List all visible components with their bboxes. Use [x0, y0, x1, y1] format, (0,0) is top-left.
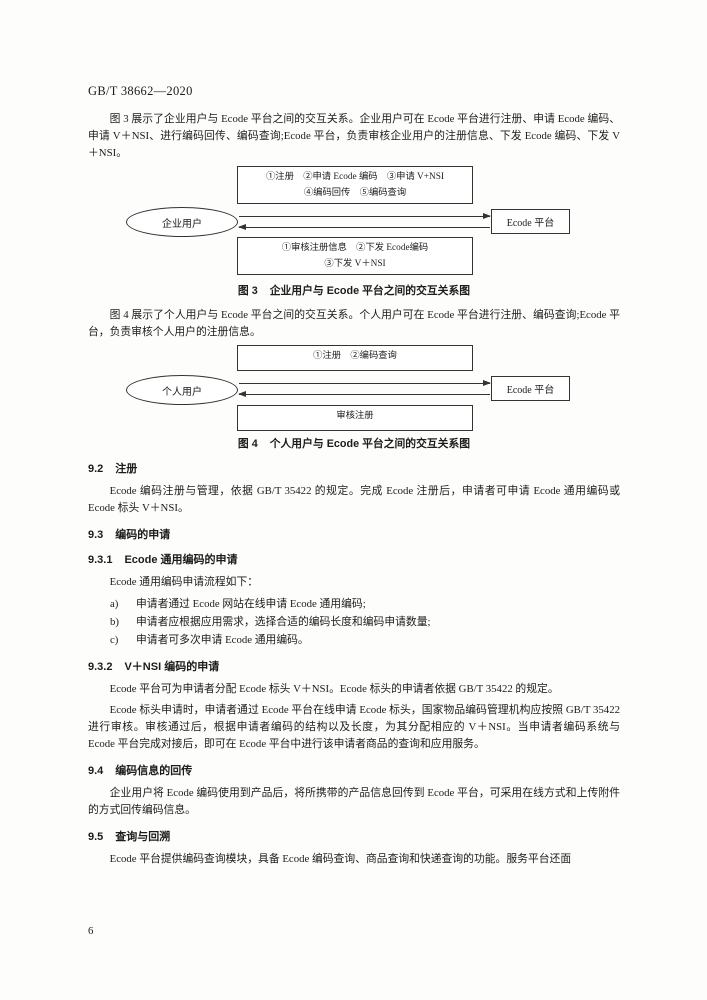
- fig4-arrow-right: [239, 380, 491, 386]
- list-item-a: a) 申请者通过 Ecode 网站在线申请 Ecode 通用编码;: [88, 595, 620, 613]
- section-9-4-title: 编码信息的回传: [115, 765, 193, 777]
- list-item-c-text: 申请者可多次申请 Ecode 通用编码。: [136, 634, 309, 646]
- paragraph-9-3-2-a: Ecode 平台可为申请者分配 Ecode 标头 V＋NSI。Ecode 标头的…: [109, 683, 559, 695]
- section-heading-9-3: 9.3 编码的申请: [88, 526, 620, 542]
- section-heading-9-3-1: 9.3.1 Ecode 通用编码的申请: [88, 551, 620, 567]
- page-number: 6: [88, 925, 94, 937]
- fig4-actor-ellipse: 个人用户: [126, 375, 238, 405]
- fig4-actor-label: 个人用户: [162, 386, 202, 398]
- fig3-arrow-left: [238, 224, 490, 230]
- fig4-request-box: ①注册 ②编码查询: [237, 345, 473, 371]
- paragraph-9-5: Ecode 平台提供编码查询模块，具备 Ecode 编码查询、商品查询和快递查询…: [109, 853, 572, 865]
- fig3-arrowhead-left-icon: [238, 224, 246, 230]
- fig3-platform-box: Ecode 平台: [491, 209, 570, 234]
- section-9-5-title: 查询与回溯: [115, 831, 171, 843]
- fig3-arrow-right: [239, 213, 491, 219]
- list-item-b-text: 申请者应根据应用需求，选择合适的编码长度和编码申请数量;: [136, 616, 431, 628]
- figure-3-diagram: ①注册 ②申请 Ecode 编码 ③申请 V+NSI ④编码回传 ⑤编码查询 企…: [88, 166, 620, 278]
- section-9-3-2-title: V＋NSI 编码的申请: [124, 661, 220, 673]
- paragraph-9-3-1-intro: Ecode 通用编码申请流程如下：: [109, 576, 259, 588]
- fig4-platform-label: Ecode 平台: [506, 385, 555, 396]
- fig4-arrowhead-left-icon: [238, 391, 246, 397]
- list-item-c: c) 申请者可多次申请 Ecode 通用编码。: [88, 631, 620, 649]
- fig3-response-line2: ③下发 V＋NSI: [324, 259, 386, 269]
- section-9-3-1-number: 9.3.1: [88, 554, 113, 566]
- section-9-3-title: 编码的申请: [115, 529, 171, 541]
- figure-4-diagram: ①注册 ②编码查询 个人用户 Ecode 平台 审核注册: [88, 345, 620, 431]
- fig3-request-box: ①注册 ②申请 Ecode 编码 ③申请 V+NSI ④编码回传 ⑤编码查询: [237, 166, 473, 204]
- list-item-a-label: a): [110, 598, 119, 610]
- fig3-platform-label: Ecode 平台: [506, 218, 555, 229]
- list-item-a-text: 申请者通过 Ecode 网站在线申请 Ecode 通用编码;: [136, 598, 366, 610]
- figure-3-caption-number: 图 3: [237, 285, 258, 297]
- paragraph-9-2: Ecode 编码注册与管理，依据 GB/T 35422 的规定。完成 Ecode…: [88, 485, 620, 514]
- fig3-actor-ellipse: 企业用户: [126, 207, 238, 237]
- fig3-arrowhead-right-icon: [483, 213, 491, 219]
- section-heading-9-4: 9.4 编码信息的回传: [88, 762, 620, 778]
- fig3-request-line1: ①注册 ②申请 Ecode 编码 ③申请 V+NSI: [266, 172, 444, 182]
- list-item-b-label: b): [110, 616, 119, 628]
- fig3-actor-label: 企业用户: [162, 218, 202, 230]
- figure-3-caption-text: 企业用户与 Ecode 平台之间的交互关系图: [269, 285, 471, 297]
- paragraph-9-3-2-b: Ecode 标头申请时，申请者通过 Ecode 平台在线申请 Ecode 标头，…: [88, 704, 620, 750]
- section-9-3-number: 9.3: [88, 529, 104, 541]
- section-9-4-number: 9.4: [88, 765, 104, 777]
- fig4-platform-box: Ecode 平台: [491, 376, 570, 401]
- section-9-5-number: 9.5: [88, 831, 104, 843]
- section-heading-9-5: 9.5 查询与回溯: [88, 828, 620, 844]
- figure-4-caption-text: 个人用户与 Ecode 平台之间的交互关系图: [269, 438, 471, 450]
- fig4-request-line: ①注册 ②编码查询: [313, 351, 397, 361]
- figure-3-caption: 图 3 企业用户与 Ecode 平台之间的交互关系图: [88, 282, 620, 298]
- fig4-response-line: 审核注册: [336, 411, 374, 421]
- figure-4-caption: 图 4 个人用户与 Ecode 平台之间的交互关系图: [88, 435, 620, 451]
- doc-number: GB/T 38662—2020: [88, 84, 193, 98]
- paragraph-fig4-intro: 图 4 展示了个人用户与 Ecode 平台之间的交互关系。个人用户可在 Ecod…: [88, 309, 620, 338]
- list-item-b: b) 申请者应根据应用需求，选择合适的编码长度和编码申请数量;: [88, 613, 620, 631]
- figure-4-caption-number: 图 4: [237, 438, 258, 450]
- section-9-2-title: 注册: [115, 463, 138, 475]
- fig3-request-line2: ④编码回传 ⑤编码查询: [303, 188, 407, 198]
- fig3-response-box: ①审核注册信息 ②下发 Ecode编码 ③下发 V＋NSI: [237, 237, 473, 275]
- section-heading-9-3-2: 9.3.2 V＋NSI 编码的申请: [88, 658, 620, 674]
- fig4-arrowhead-right-icon: [483, 380, 491, 386]
- section-9-3-1-title: Ecode 通用编码的申请: [124, 554, 238, 566]
- paragraph-9-4: 企业用户将 Ecode 编码使用到产品后，将所携带的产品信息回传到 Ecode …: [88, 787, 620, 816]
- list-item-c-label: c): [110, 634, 119, 646]
- fig4-arrow-left: [238, 391, 490, 397]
- paragraph-fig3-intro: 图 3 展示了企业用户与 Ecode 平台之间的交互关系。企业用户可在 Ecod…: [88, 113, 620, 159]
- fig3-response-line1: ①审核注册信息 ②下发 Ecode编码: [281, 243, 429, 253]
- section-9-3-2-number: 9.3.2: [88, 661, 113, 673]
- section-9-2-number: 9.2: [88, 463, 104, 475]
- section-heading-9-2: 9.2 注册: [88, 460, 620, 476]
- fig4-response-box: 审核注册: [237, 405, 473, 431]
